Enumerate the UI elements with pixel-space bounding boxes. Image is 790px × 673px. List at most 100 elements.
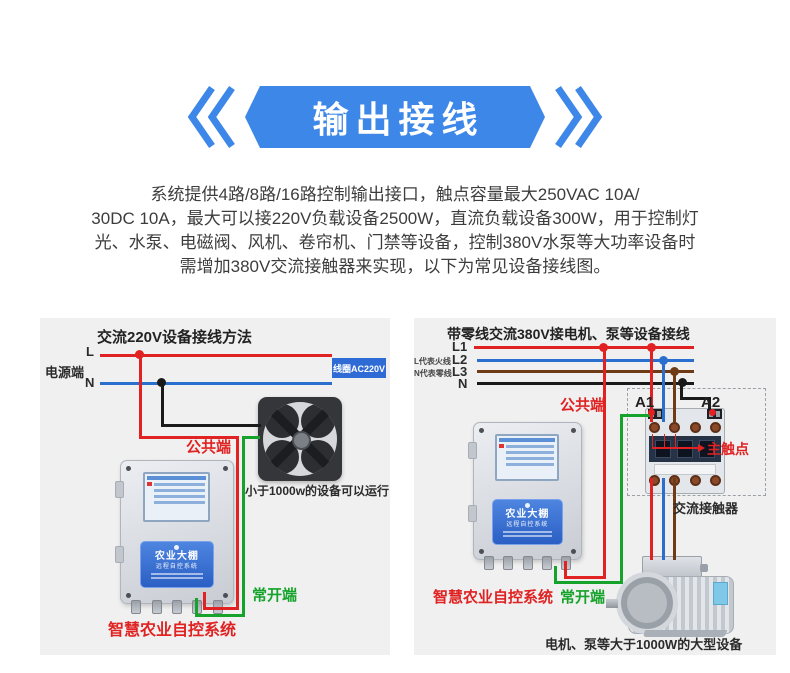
wire-l2-drop xyxy=(662,359,665,422)
line-l-label: L xyxy=(86,344,94,359)
wire-live-terminal-up xyxy=(203,592,206,610)
wire-n-bus xyxy=(477,382,694,385)
control-box-label: 农业大棚 远程自控系统 xyxy=(140,540,214,588)
wire-green-terminal-up xyxy=(554,566,557,583)
line-l2-label: L2 xyxy=(452,352,468,367)
screen-row xyxy=(154,501,206,505)
normally-open-label: 常开端 xyxy=(252,587,298,604)
fan-ring xyxy=(263,402,337,476)
control-box-label: 农业大棚 远程自控系统 xyxy=(492,499,563,545)
wire-l3-drop xyxy=(673,370,676,422)
screw-icon xyxy=(126,593,131,598)
wire-l1-drop xyxy=(650,346,653,422)
main-contact-leader xyxy=(664,434,665,448)
contactor-label: 交流接触器 xyxy=(673,501,739,516)
wire-l3-bus xyxy=(477,370,694,373)
wire-live-drop xyxy=(139,354,142,439)
brand-logo-icon xyxy=(174,544,180,550)
intro-line-3: 光、水泵、电磁阀、风机、卷帘机、门禁等设备，控制380V水泵等大功率设备时 xyxy=(94,233,696,252)
contactor-body xyxy=(649,436,721,462)
wire-neutral-bus xyxy=(100,382,332,385)
screen-row xyxy=(506,450,555,454)
wire-green-bottom xyxy=(195,614,245,617)
wire-n-drop xyxy=(680,382,683,400)
coil-a1-marker xyxy=(648,409,655,416)
line-l1-label: L1 xyxy=(452,339,468,354)
wire-green-to-fan xyxy=(242,436,260,439)
page-title: 输出接线 xyxy=(245,86,545,148)
cable-gland xyxy=(541,556,552,570)
wire-live-horizontal xyxy=(139,436,239,439)
motor-front-face xyxy=(616,572,678,634)
intro-line-4: 需增加380V交流接触器来实现，以下为常见设备接线图。 xyxy=(179,257,611,276)
wire-green-bottom xyxy=(554,581,623,584)
screw-icon xyxy=(223,593,228,598)
intro-line-1: 系统提供4路/8路/16路控制输出接口，触点容量最大250VAC 10A/ xyxy=(150,185,640,204)
screen-row xyxy=(154,495,206,499)
live-wire-note: L代表火线 xyxy=(414,357,451,366)
contactor-top-terminals xyxy=(649,422,721,433)
arrow-right-icon xyxy=(698,444,705,452)
mount-tab xyxy=(468,504,477,522)
junction-dot xyxy=(670,367,679,376)
wire-green-terminal-up xyxy=(195,598,198,617)
screw-icon xyxy=(479,549,484,554)
wire-live-vertical xyxy=(236,436,239,610)
terminal-screw xyxy=(669,422,681,433)
contactor-window xyxy=(677,440,693,458)
chevron-right-icon xyxy=(555,86,603,148)
wire-l1-bus xyxy=(474,346,694,349)
cable-gland xyxy=(151,600,162,614)
power-terminal-label: 电源端 xyxy=(45,365,85,380)
chevron-left-icon xyxy=(187,86,235,148)
cable-gland xyxy=(503,556,514,570)
fan-caption: 小于1000w的设备可以运行 xyxy=(245,484,390,498)
terminal-screw xyxy=(649,422,660,433)
wire-green-to-a1 xyxy=(620,414,650,417)
contactor-window xyxy=(655,440,671,458)
junction-dot xyxy=(135,350,144,359)
motor-caption: 电机、泵等大于1000W的大型设备 xyxy=(545,637,743,652)
screw-icon xyxy=(126,466,131,471)
control-box: 农业大棚 远程自控系统 xyxy=(115,460,234,614)
motor-cable-gland xyxy=(700,564,708,572)
coil-voltage-badge: 线圈AC220V xyxy=(332,358,386,378)
screw-icon xyxy=(479,428,484,433)
control-box: 农业大棚 远程自控系统 xyxy=(468,422,582,570)
main-contact-arrow-line xyxy=(652,447,700,449)
junction-dot xyxy=(157,378,166,387)
fan-hub xyxy=(292,431,311,450)
main-contact-label: 主触点 xyxy=(707,441,749,457)
contactor-label-strip xyxy=(654,464,716,475)
screen-row xyxy=(154,489,206,493)
terminal-screw xyxy=(689,422,701,433)
junction-dot xyxy=(599,343,608,352)
label-fineprint xyxy=(151,576,203,579)
wire-green-vertical xyxy=(242,436,245,617)
normally-open-label: 常开端 xyxy=(560,589,606,606)
wire-neutral-to-fan xyxy=(161,424,261,427)
screen-indicator xyxy=(499,443,505,448)
coil-a2-marker xyxy=(709,409,716,416)
junction-dot xyxy=(678,378,687,387)
screen-indicator xyxy=(147,482,153,487)
wire-motor-l3 xyxy=(673,478,676,560)
screen-header-bar xyxy=(499,437,556,442)
motor-nameplate xyxy=(713,582,728,605)
common-terminal-label: 公共端 xyxy=(560,397,606,414)
line-n-label: N xyxy=(85,375,95,390)
line-l3-label: L3 xyxy=(452,364,468,379)
wire-live-bus xyxy=(100,354,332,357)
intro-line-2: 30DC 10A，最大可以接220V负载设备2500W，直流负载设备300W，用… xyxy=(91,209,699,228)
mount-tab xyxy=(115,480,124,498)
junction-dot xyxy=(659,356,668,365)
wire-n-horizontal xyxy=(680,397,711,400)
screw-icon xyxy=(571,428,576,433)
coil-a1-label: A1 xyxy=(635,394,655,411)
diagram-380v-panel: 带零线交流380V接电机、泵等设备接线 L1 L2 L3 N L代表火线 N代表… xyxy=(414,318,776,655)
system-name-label: 智慧农业自控系统 xyxy=(433,589,554,606)
main-contact-leader xyxy=(675,434,676,448)
brand-subtitle: 远程自控系统 xyxy=(506,522,549,529)
cable-gland xyxy=(522,556,533,570)
mount-tab xyxy=(115,546,124,564)
